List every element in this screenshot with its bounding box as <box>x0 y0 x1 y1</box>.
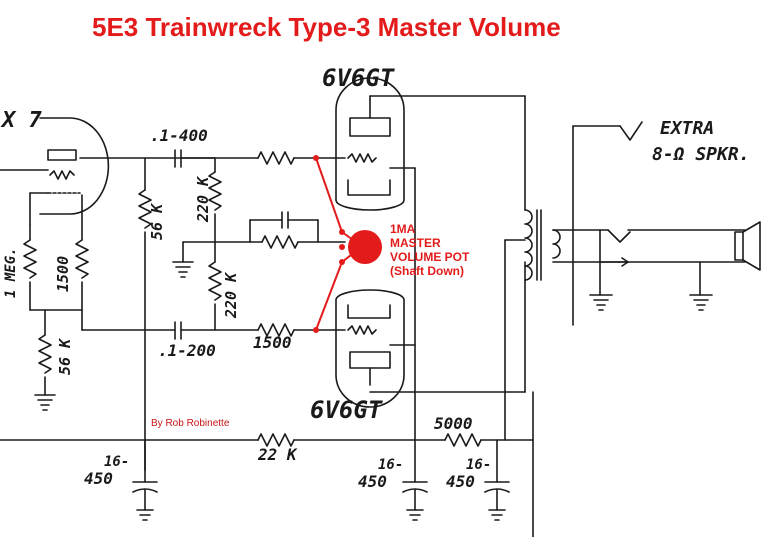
r-56k-mid-label: 56 K <box>148 203 166 240</box>
resistor-220k-top <box>208 157 222 243</box>
resistor-1500-left <box>75 194 176 331</box>
r-56k-left-label: 56 K <box>56 338 74 375</box>
cap-c-top-label: 16- <box>466 457 492 473</box>
filter-cap-right <box>484 439 510 521</box>
filter-cap-left <box>132 439 158 521</box>
output-jacks <box>572 121 761 326</box>
master-volume-dots <box>313 155 345 333</box>
cap-bottom-label: .1-200 <box>158 341 216 360</box>
tube-bottom-label: 6V6GT <box>310 396 383 424</box>
cathode-bias-network <box>214 211 346 249</box>
master-volume-label-4: (Shaft Down) <box>390 264 464 278</box>
cap-a-top-label: 16- <box>104 454 130 470</box>
power-tube-top <box>335 77 416 211</box>
extra-speaker-label-1: EXTRA <box>660 118 715 139</box>
resistor-56k-left <box>29 309 83 411</box>
master-volume-label-2: MASTER <box>390 236 441 250</box>
r-22k-label: 22 K <box>258 445 297 464</box>
coupling-cap-bottom <box>174 321 259 340</box>
output-transformer <box>524 209 601 281</box>
r-5000-label: 5000 <box>434 414 473 433</box>
master-volume-label-3: VOLUME POT <box>390 250 470 264</box>
master-volume-pot-icon <box>348 230 382 264</box>
grid-stopper-top <box>257 151 346 165</box>
r-1meg-label: 1 MEG. <box>3 247 19 298</box>
r-1500-left-label: 1500 <box>54 255 72 292</box>
filter-cap-mid <box>402 439 428 521</box>
cap-b-top-label: 16- <box>378 457 404 473</box>
power-tube-bottom <box>335 289 416 408</box>
cap-top-label: .1-400 <box>150 126 208 145</box>
ground-speaker-right <box>689 261 713 311</box>
r-220k-top-label: 220 K <box>194 176 212 222</box>
coupling-cap-top <box>174 149 259 168</box>
cap-a-bot-label: 450 <box>84 469 113 488</box>
author-credit: By Rob Robinette <box>151 418 230 429</box>
resistor-1meg <box>23 224 37 311</box>
grid-stopper-label: 1500 <box>253 333 292 352</box>
resistor-220k-bottom <box>208 241 222 331</box>
master-volume-label-1: 1MA <box>390 222 416 236</box>
cap-c-bot-label: 450 <box>446 472 475 491</box>
resistor-56k-mid <box>138 157 152 471</box>
tube-top-label: 6V6GT <box>322 64 395 92</box>
plate-wiring <box>369 95 526 441</box>
b-plus-rail <box>0 433 534 447</box>
cap-b-bot-label: 450 <box>358 472 387 491</box>
extra-speaker-label-2: 8-Ω SPKR. <box>652 144 750 165</box>
diagram-title: 5E3 Trainwreck Type-3 Master Volume <box>92 12 561 42</box>
ground-mid <box>172 241 216 278</box>
ground-speaker <box>589 294 613 311</box>
r-220k-bottom-label: 220 K <box>222 272 240 318</box>
preamp-tube-label: X 7 <box>2 108 42 133</box>
